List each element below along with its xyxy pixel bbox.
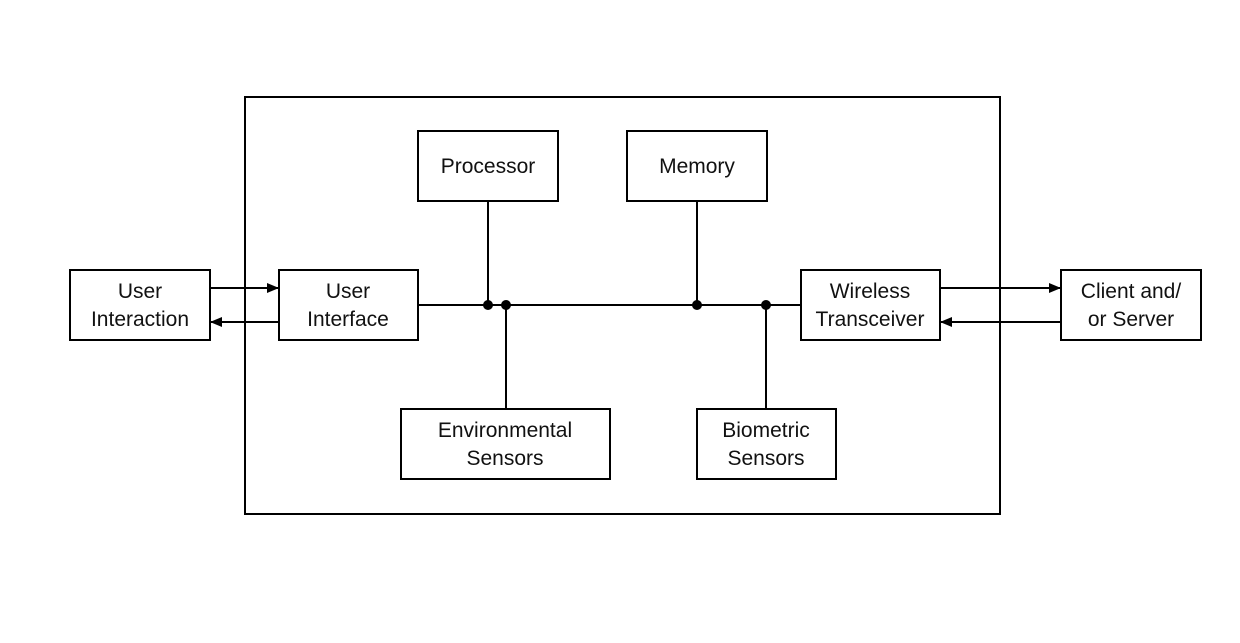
user-interface-block: User Interface [279, 270, 418, 340]
wireless-transceiver-block: Wireless Transceiver [801, 270, 940, 340]
environmental-sensors-label-line2: Sensors [466, 447, 543, 470]
junction-dot-processor [483, 300, 493, 310]
junction-dot-memory [692, 300, 702, 310]
processor-label: Processor [441, 155, 536, 178]
user-interaction-label-line1: User [118, 280, 162, 303]
biometric-sensors-label-line2: Sensors [727, 447, 804, 470]
user-interaction-label-line2: Interaction [91, 308, 189, 331]
memory-block: Memory [627, 131, 767, 201]
user-interface-label-line1: User [326, 280, 370, 303]
memory-label: Memory [659, 155, 735, 178]
environmental-sensors-block: Environmental Sensors [401, 409, 610, 479]
client-server-label-line1: Client and/ [1081, 280, 1182, 303]
biometric-sensors-label-line1: Biometric [722, 419, 810, 442]
processor-block: Processor [418, 131, 558, 201]
user-interaction-block: User Interaction [70, 270, 210, 340]
wireless-transceiver-label-line1: Wireless [830, 280, 911, 303]
junction-dot-environmental [501, 300, 511, 310]
environmental-sensors-label-line1: Environmental [438, 419, 572, 442]
client-server-block: Client and/ or Server [1061, 270, 1201, 340]
user-interface-label-line2: Interface [307, 308, 389, 331]
biometric-sensors-block: Biometric Sensors [697, 409, 836, 479]
junction-dot-biometric [761, 300, 771, 310]
client-server-label-line2: or Server [1088, 308, 1174, 331]
wireless-transceiver-label-line2: Transceiver [816, 308, 925, 331]
